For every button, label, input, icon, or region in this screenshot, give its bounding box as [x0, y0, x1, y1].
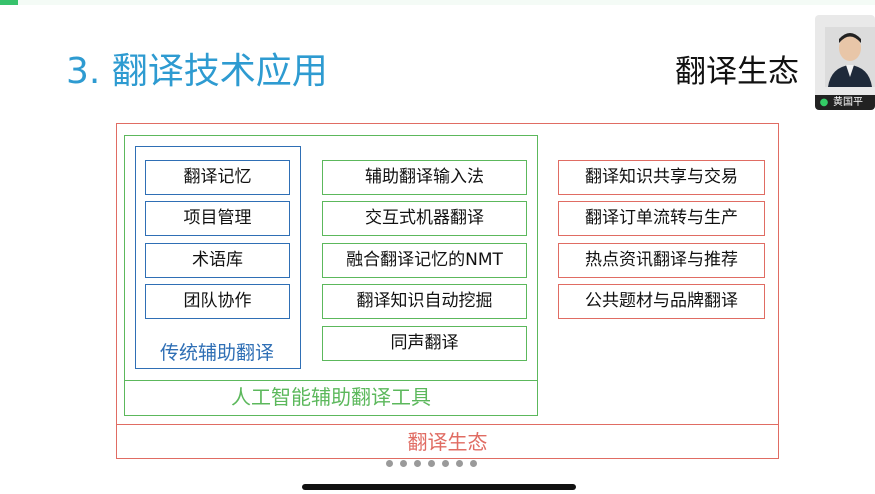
ecosystem-box — [116, 123, 779, 459]
corner-accent — [0, 0, 18, 5]
ai-tools-box — [124, 135, 538, 416]
ecosystem-band: 翻译生态 — [116, 424, 779, 459]
ai-item-interactive-mt: 交互式机器翻译 — [322, 201, 527, 236]
traditional-item-project-management: 项目管理 — [145, 201, 290, 236]
ecosystem-label: 翻译生态 — [407, 430, 488, 454]
traditional-cat-box — [135, 146, 301, 369]
ai-tools-label: 人工智能辅助翻译工具 — [231, 385, 431, 409]
ecosystem-item-news-translation: 热点资讯翻译与推荐 — [558, 243, 765, 278]
ecosystem-item-brand-translation: 公共题材与品牌翻译 — [558, 284, 765, 319]
page-dot[interactable] — [414, 460, 421, 467]
page-dot[interactable] — [456, 460, 463, 467]
microphone-icon: ● — [819, 97, 829, 108]
page-dot[interactable] — [400, 460, 407, 467]
participant-avatar — [825, 27, 875, 87]
ecosystem-item-knowledge-trade: 翻译知识共享与交易 — [558, 160, 765, 195]
ai-item-knowledge-mining: 翻译知识自动挖掘 — [322, 284, 527, 319]
home-indicator-bar[interactable] — [302, 484, 576, 490]
page-dot[interactable] — [428, 460, 435, 467]
traditional-item-translation-memory: 翻译记忆 — [145, 160, 290, 195]
ai-item-input-method: 辅助翻译输入法 — [322, 160, 527, 195]
slide-right-title: 翻译生态 — [675, 54, 799, 90]
slide-title: 3. 翻译技术应用 — [66, 51, 328, 92]
page-dot[interactable] — [470, 460, 477, 467]
page-indicator[interactable] — [386, 460, 477, 470]
ecosystem-item-order-flow: 翻译订单流转与生产 — [558, 201, 765, 236]
traditional-cat-label: 传统辅助翻译 — [159, 342, 274, 364]
participant-name-bar: ● 黄国平 — [815, 95, 875, 110]
ai-item-simultaneous: 同声翻译 — [322, 326, 527, 361]
traditional-item-termbase: 术语库 — [145, 243, 290, 278]
page-dot[interactable] — [442, 460, 449, 467]
video-thumbnail[interactable]: ● 黄国平 — [815, 15, 875, 110]
top-accent-bar — [0, 0, 875, 5]
traditional-item-team-collaboration: 团队协作 — [145, 284, 290, 319]
page-dot[interactable] — [386, 460, 393, 467]
participant-name: 黄国平 — [833, 97, 863, 108]
ai-tools-divider — [124, 380, 538, 381]
ai-item-tm-nmt: 融合翻译记忆的NMT — [322, 243, 527, 278]
